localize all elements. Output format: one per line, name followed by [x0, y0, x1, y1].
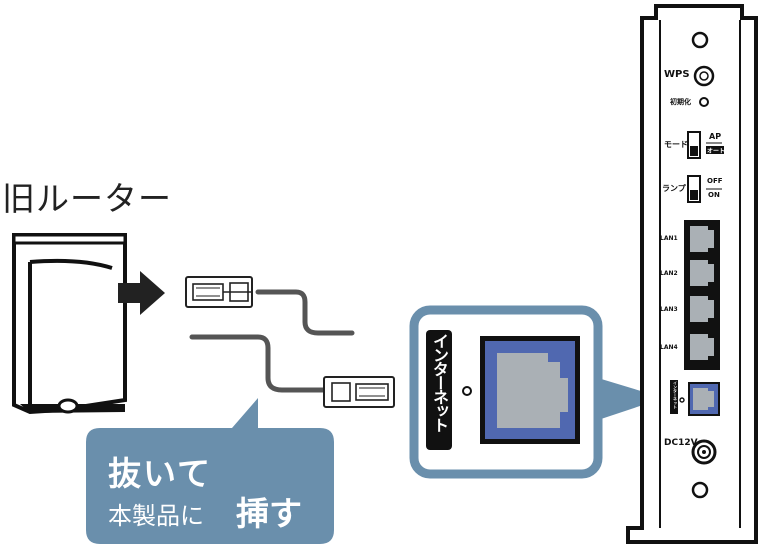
- power-jack: [691, 439, 717, 465]
- unplug-arrow-icon: [118, 271, 165, 315]
- mode-label: モード: [664, 140, 688, 149]
- wps-button: [693, 65, 715, 87]
- lamp-option-on: ON: [708, 191, 720, 199]
- internet-port-zoomed: [480, 336, 580, 444]
- callout-product-text: 本製品に: [108, 502, 204, 530]
- old-router-label: 旧ルーター: [2, 179, 172, 218]
- mode-option-ap: AP: [709, 132, 722, 141]
- instruction-callout: [86, 398, 334, 544]
- upper-cable: [185, 276, 355, 336]
- mode-option-auto: オート: [707, 148, 726, 155]
- internet-port-label: インターネット: [673, 381, 678, 409]
- antenna-hole-bottom-icon: [691, 481, 709, 499]
- reset-button: [699, 97, 709, 107]
- reset-label: 初期化: [670, 98, 691, 106]
- lamp-label: ランプ: [662, 184, 686, 193]
- zoom-internet-label: インターネット: [430, 333, 449, 431]
- zoom-box: [409, 305, 664, 479]
- lan-ports: [684, 220, 720, 370]
- new-router: [626, 4, 758, 544]
- lamp-option-off: OFF: [707, 177, 723, 185]
- lan1-label: LAN1: [660, 235, 678, 242]
- callout-unplug-text: 抜いて: [108, 454, 213, 493]
- lower-plug-icon: [323, 376, 395, 408]
- lan3-label: LAN3: [660, 306, 678, 313]
- lan4-label: LAN4: [660, 344, 678, 351]
- lan2-label: LAN2: [660, 270, 678, 277]
- antenna-hole-icon: [691, 31, 709, 49]
- callout-insert-text: 挿す: [236, 494, 302, 533]
- wps-label: WPS: [664, 69, 690, 80]
- upper-plug-icon: [185, 276, 253, 308]
- power-label: DC12V: [664, 438, 698, 448]
- lower-cable: [189, 334, 395, 408]
- old-router: [12, 233, 127, 415]
